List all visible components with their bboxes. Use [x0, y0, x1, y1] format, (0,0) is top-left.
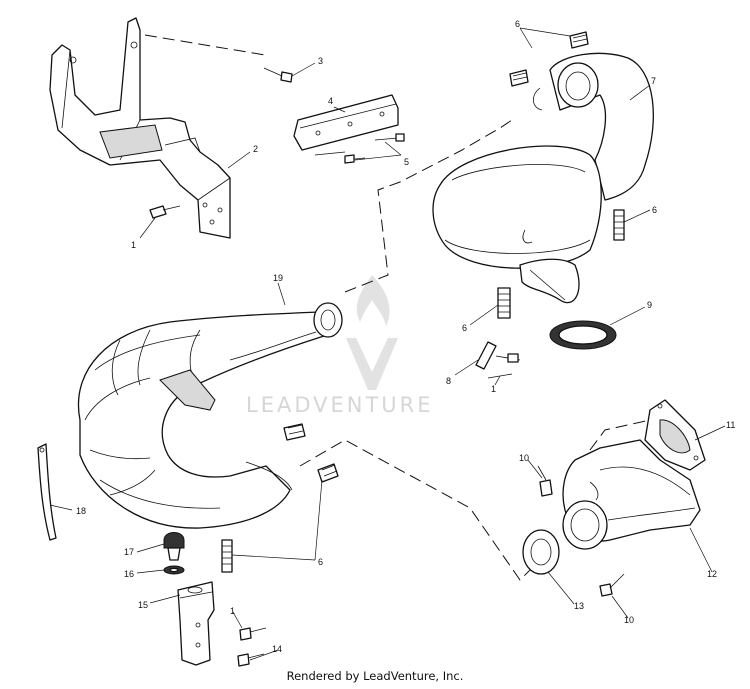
callout-3: 3 [318, 56, 323, 66]
footer-credit: Rendered by LeadVenture, Inc. [286, 669, 464, 683]
callout-7: 7 [651, 76, 656, 86]
part-5-screws [314, 133, 405, 164]
callout-12: 12 [707, 569, 717, 579]
part-11-gasket [644, 399, 706, 471]
callout-6-lower: 6 [318, 557, 323, 567]
callout-2: 2 [253, 144, 258, 154]
part-19-expansion-chamber [77, 302, 343, 529]
callout-4: 4 [328, 96, 333, 106]
callout-1-strap-fastener: 1 [491, 384, 496, 394]
leader-lines [49, 27, 726, 661]
callout-8: 8 [446, 376, 451, 386]
part-17-grommet [163, 532, 185, 561]
callout-16: 16 [124, 569, 134, 579]
part-3-screw [263, 67, 293, 83]
part-1-fastener-a [149, 205, 181, 219]
watermark-text: LEADVENTURE [246, 393, 434, 417]
part-6-springs [221, 31, 625, 573]
part-2-bracket [49, 17, 231, 239]
callout-14: 14 [272, 644, 282, 654]
part-18-strap [37, 443, 57, 541]
part-7-muffler [432, 52, 654, 304]
watermark-v-icon [346, 338, 398, 390]
part-14-fastener [237, 653, 265, 667]
callout-13: 13 [574, 601, 584, 611]
part-1-fastener-c [239, 627, 267, 641]
callout-6-right: 6 [652, 205, 657, 215]
assembly-lines [144, 34, 651, 581]
callout-18: 18 [76, 506, 86, 516]
part-16-washer [163, 565, 185, 575]
callout-1-mount-fastener: 1 [230, 606, 235, 616]
watermark-flame-icon [356, 275, 390, 326]
callout-9: 9 [647, 300, 652, 310]
callout-6-middle: 6 [462, 323, 467, 333]
part-13-coupler [522, 529, 560, 575]
callout-5: 5 [404, 157, 409, 167]
callout-labels: 1 2 3 4 5 6 7 6 19 6 9 8 1 11 10 18 6 17… [76, 19, 735, 654]
callout-10-upper: 10 [519, 453, 529, 463]
part-4-heat-shield [293, 94, 399, 151]
callout-17: 17 [124, 547, 134, 557]
part-8-strap [475, 341, 521, 370]
callout-15: 15 [138, 600, 148, 610]
callout-11: 11 [726, 420, 735, 430]
part-9-gasket [549, 320, 617, 350]
callout-6-top: 6 [515, 19, 520, 29]
part-10-bolts [537, 465, 625, 597]
callout-19: 19 [273, 273, 283, 283]
part-12-manifold [562, 439, 701, 550]
part-15-bracket [177, 581, 215, 666]
leadventure-watermark: LEADVENTURE [246, 275, 434, 417]
callout-10-lower: 10 [624, 615, 634, 625]
callout-1-bracket-fastener: 1 [131, 240, 136, 250]
